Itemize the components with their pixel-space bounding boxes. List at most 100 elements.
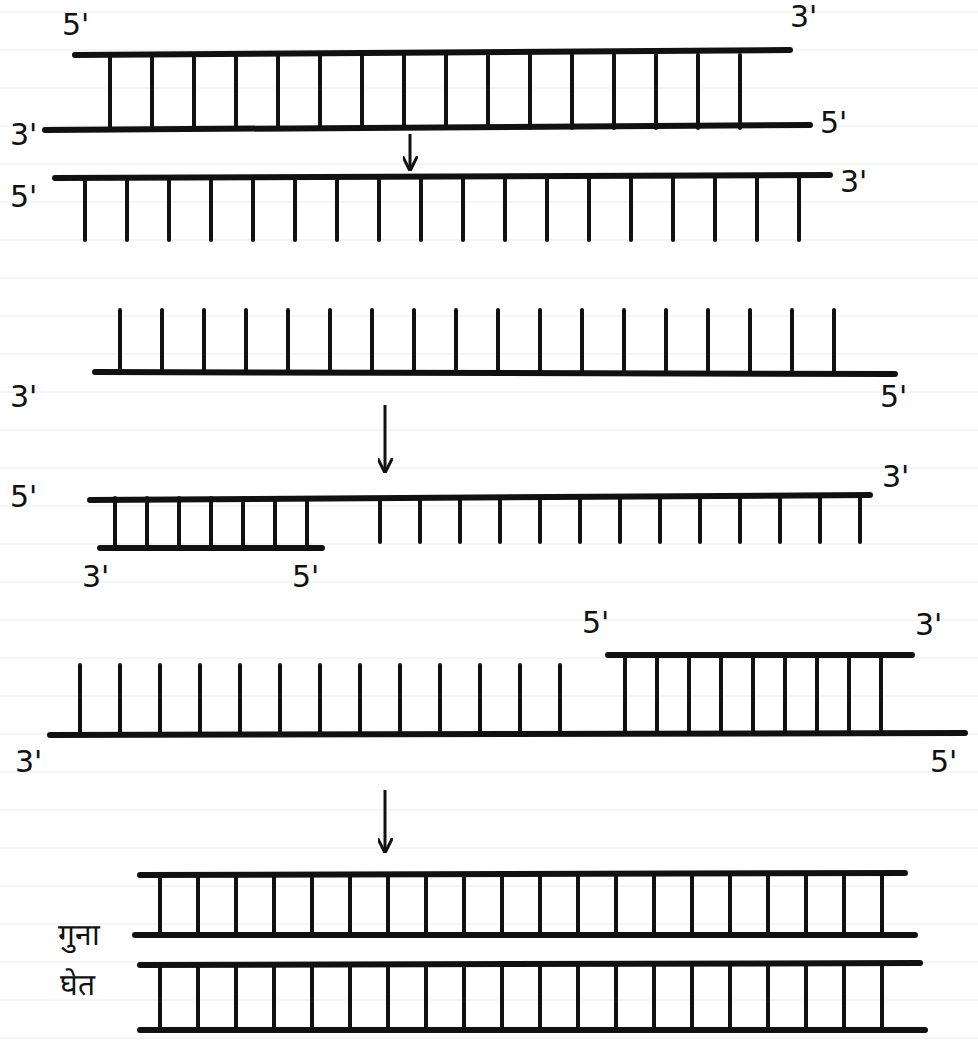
base-pair: [719, 655, 723, 734]
ruled-line: [0, 810, 978, 811]
strand-backbone: [75, 50, 790, 55]
base-pair: [755, 178, 759, 240]
base-pair: [545, 178, 549, 240]
ruled-line: [0, 468, 978, 469]
ruled-line: [0, 278, 978, 279]
base-pair: [150, 55, 154, 128]
strand-backbone: [140, 963, 920, 965]
base-pair: [145, 498, 149, 548]
base-pair: [286, 310, 290, 372]
base-pair: [318, 55, 322, 128]
base-pair: [478, 665, 482, 734]
base-pair: [412, 310, 416, 372]
base-pair: [496, 310, 500, 372]
base-pair: [318, 665, 322, 734]
base-pair: [518, 665, 522, 734]
base-pair: [348, 964, 352, 1030]
ruled-line: [0, 164, 978, 165]
base-pair: [305, 498, 309, 548]
strand-end-label: 3': [840, 165, 867, 198]
base-pair: [538, 498, 542, 542]
ruled-line: [0, 12, 978, 13]
dna-strands: [45, 50, 965, 1030]
strand-end-label: 5': [880, 380, 907, 413]
handwritten-note: गुना: [58, 918, 100, 951]
strand-backbone: [135, 932, 915, 938]
base-pair: [241, 498, 245, 548]
base-pair: [629, 178, 633, 240]
base-pair: [398, 665, 402, 734]
base-pair: [158, 874, 162, 935]
base-pair: [386, 874, 390, 935]
base-pair: [664, 310, 668, 372]
base-pair: [438, 665, 442, 734]
base-pair: [276, 55, 280, 128]
strand-backbone: [95, 372, 895, 374]
base-pair: [310, 964, 314, 1030]
base-pair: [251, 178, 255, 240]
base-pair: [538, 964, 542, 1030]
base-pair: [113, 498, 117, 548]
base-pair: [842, 964, 846, 1030]
base-pair: [612, 55, 616, 128]
strand-end-label: 5': [582, 606, 609, 639]
strand-end-label: 3': [15, 745, 42, 778]
base-pair: [847, 655, 851, 734]
base-pair: [538, 874, 542, 935]
base-pair: [386, 964, 390, 1030]
base-pair: [614, 874, 618, 935]
base-pair: [751, 655, 755, 734]
base-pair: [538, 310, 542, 372]
base-pair: [503, 178, 507, 240]
base-pair: [738, 498, 742, 542]
ruled-lines: [0, 12, 978, 1038]
base-pair: [273, 498, 277, 548]
base-pair: [167, 178, 171, 240]
base-pair: [766, 964, 770, 1030]
base-pair: [696, 55, 700, 128]
base-pair: [424, 874, 428, 935]
base-pair: [580, 310, 584, 372]
strand-end-label: 5': [10, 180, 37, 213]
base-pair: [698, 498, 702, 542]
base-pair: [244, 310, 248, 372]
base-pair: [461, 178, 465, 240]
base-pair: [278, 665, 282, 734]
strand-end-label: 3': [82, 560, 109, 593]
base-pair: [238, 665, 242, 734]
base-pair: [815, 655, 819, 734]
base-pair: [687, 655, 691, 734]
base-pair: [234, 55, 238, 128]
base-pair: [192, 55, 196, 128]
strand-backbone: [50, 733, 965, 735]
step-arrow: [384, 790, 387, 850]
base-pair: [728, 964, 732, 1030]
base-pair: [272, 964, 276, 1030]
base-pair: [202, 310, 206, 372]
strand-end-label: 3': [882, 460, 909, 493]
base-pair: [498, 498, 502, 542]
ruled-line: [0, 1000, 978, 1001]
step-arrow: [384, 405, 387, 470]
ruled-line: [0, 354, 978, 355]
base-pair: [418, 498, 422, 542]
base-pair: [108, 55, 112, 128]
ruled-line: [0, 924, 978, 925]
base-pair: [125, 178, 129, 240]
strand-end-label: 3': [10, 380, 37, 413]
base-pair: [196, 964, 200, 1030]
ruled-line: [0, 202, 978, 203]
base-pair: [402, 55, 406, 128]
base-pair: [454, 310, 458, 372]
base-pair: [348, 874, 352, 935]
base-pair: [158, 665, 162, 734]
base-pair: [358, 665, 362, 734]
strand-backbone: [140, 873, 905, 875]
base-pair: [462, 874, 466, 935]
ruled-line: [0, 392, 978, 393]
base-pair: [377, 178, 381, 240]
strand-end-label: 3': [915, 608, 942, 641]
base-pair: [177, 498, 181, 548]
base-pair: [778, 498, 782, 542]
